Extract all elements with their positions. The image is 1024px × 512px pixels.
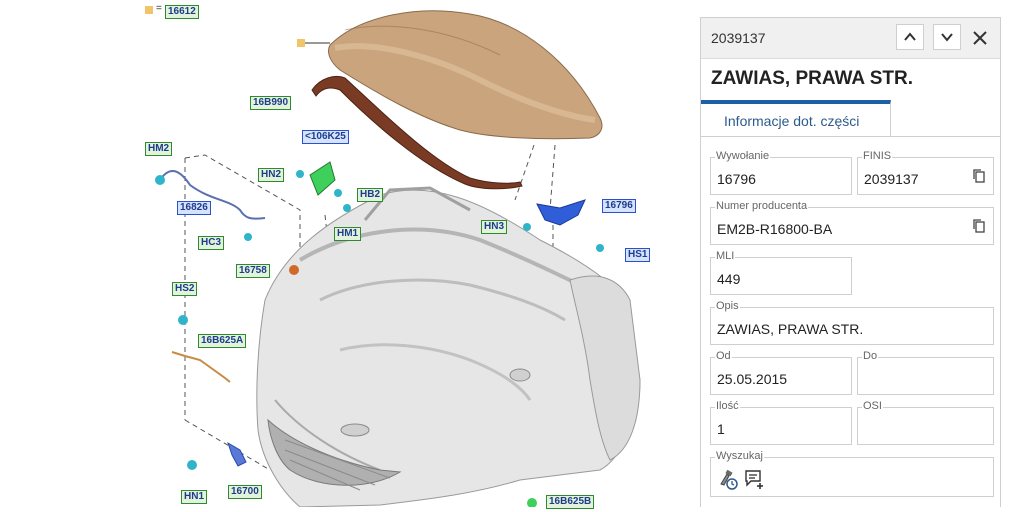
- part-history-icon[interactable]: [717, 468, 739, 490]
- tab-bar: Informacje dot. części: [701, 100, 1001, 137]
- opis-value: ZAWIAS, PRAWA STR.: [717, 321, 864, 337]
- numer-producenta-value: EM2B-R16800-BA: [717, 221, 833, 237]
- callout-16826[interactable]: 16826: [177, 201, 211, 215]
- panel-header: 2039137: [701, 18, 1000, 59]
- next-button[interactable]: [933, 24, 961, 50]
- parts-diagram: = 16612 16B990 <106K25 HM2 HN2 HB2 HM1 1…: [145, 3, 651, 509]
- osi-label: OSI: [862, 400, 883, 412]
- callout-HM1[interactable]: HM1: [334, 227, 362, 241]
- copy-icon[interactable]: [971, 168, 987, 184]
- ilosc-value: 1: [717, 421, 725, 437]
- callout-HS2[interactable]: HS2: [172, 282, 198, 296]
- hood-seal-part: [311, 76, 523, 190]
- wyszukaj-field: Wyszukaj: [710, 450, 994, 497]
- mli-field[interactable]: MLI 449: [710, 250, 852, 295]
- car-body-part: [256, 186, 641, 508]
- hood-part: [327, 10, 603, 140]
- part-info-panel: 2039137 ZAWIAS, PRAWA STR. Informacje do…: [700, 17, 1001, 507]
- legend-swatch: [145, 6, 153, 14]
- callout-HN1[interactable]: HN1: [181, 490, 208, 504]
- close-icon: [973, 31, 987, 45]
- exploded-view-drawing: [155, 10, 641, 508]
- callout-HC3[interactable]: HC3: [198, 236, 225, 250]
- wywolanie-field[interactable]: Wywołanie 16796: [710, 150, 852, 195]
- wywolanie-value: 16796: [717, 171, 756, 187]
- panel-part-id: 2039137: [711, 30, 766, 46]
- legend-equals: =: [156, 3, 162, 14]
- wyszukaj-label: Wyszukaj: [715, 450, 764, 462]
- finis-value: 2039137: [864, 171, 919, 187]
- add-to-list-icon[interactable]: [743, 468, 765, 490]
- osi-field[interactable]: OSI: [857, 400, 994, 445]
- finis-label: FINIS: [862, 150, 893, 162]
- callout-106K25[interactable]: <106K25: [302, 130, 349, 144]
- close-button[interactable]: [969, 27, 991, 49]
- wywolanie-label: Wywołanie: [715, 150, 771, 162]
- tab-part-info[interactable]: Informacje dot. części: [701, 100, 891, 136]
- callout-HS1[interactable]: HS1: [625, 248, 651, 262]
- finis-field[interactable]: FINIS 2039137: [857, 150, 994, 195]
- callout-16758[interactable]: 16758: [236, 264, 270, 278]
- od-field[interactable]: Od 25.05.2015: [710, 350, 852, 395]
- copy-icon[interactable]: [971, 218, 987, 234]
- mli-value: 449: [717, 271, 741, 287]
- callout-16B625A[interactable]: 16B625A: [198, 334, 247, 348]
- tab-part-info-label: Informacje dot. części: [724, 113, 860, 129]
- chevron-down-icon: [941, 33, 953, 42]
- previous-button[interactable]: [896, 24, 924, 50]
- callout-HN2[interactable]: HN2: [258, 168, 285, 182]
- callout-16B990[interactable]: 16B990: [250, 96, 292, 110]
- legend-code-label[interactable]: 16612: [165, 5, 199, 19]
- mli-label: MLI: [715, 250, 736, 262]
- numer-producenta-label: Numer producenta: [715, 200, 809, 212]
- numer-producenta-field[interactable]: Numer producenta EM2B-R16800-BA: [710, 200, 994, 245]
- chevron-up-icon: [904, 32, 916, 41]
- od-value: 25.05.2015: [717, 371, 788, 387]
- od-label: Od: [715, 350, 732, 362]
- opis-field[interactable]: Opis ZAWIAS, PRAWA STR.: [710, 300, 994, 345]
- callout-HB2[interactable]: HB2: [357, 188, 384, 202]
- opis-label: Opis: [715, 300, 740, 312]
- callout-HM2[interactable]: HM2: [145, 142, 173, 156]
- callout-16796[interactable]: 16796: [602, 199, 636, 213]
- ilosc-field[interactable]: Ilość 1: [710, 400, 852, 445]
- callout-16700[interactable]: 16700: [228, 485, 262, 499]
- panel-title: ZAWIAS, PRAWA STR.: [711, 68, 913, 89]
- do-field[interactable]: Do: [857, 350, 994, 395]
- callout-HN3[interactable]: HN3: [481, 220, 508, 234]
- ilosc-label: Ilość: [715, 400, 740, 412]
- small-parts: [155, 39, 604, 508]
- do-label: Do: [862, 350, 879, 362]
